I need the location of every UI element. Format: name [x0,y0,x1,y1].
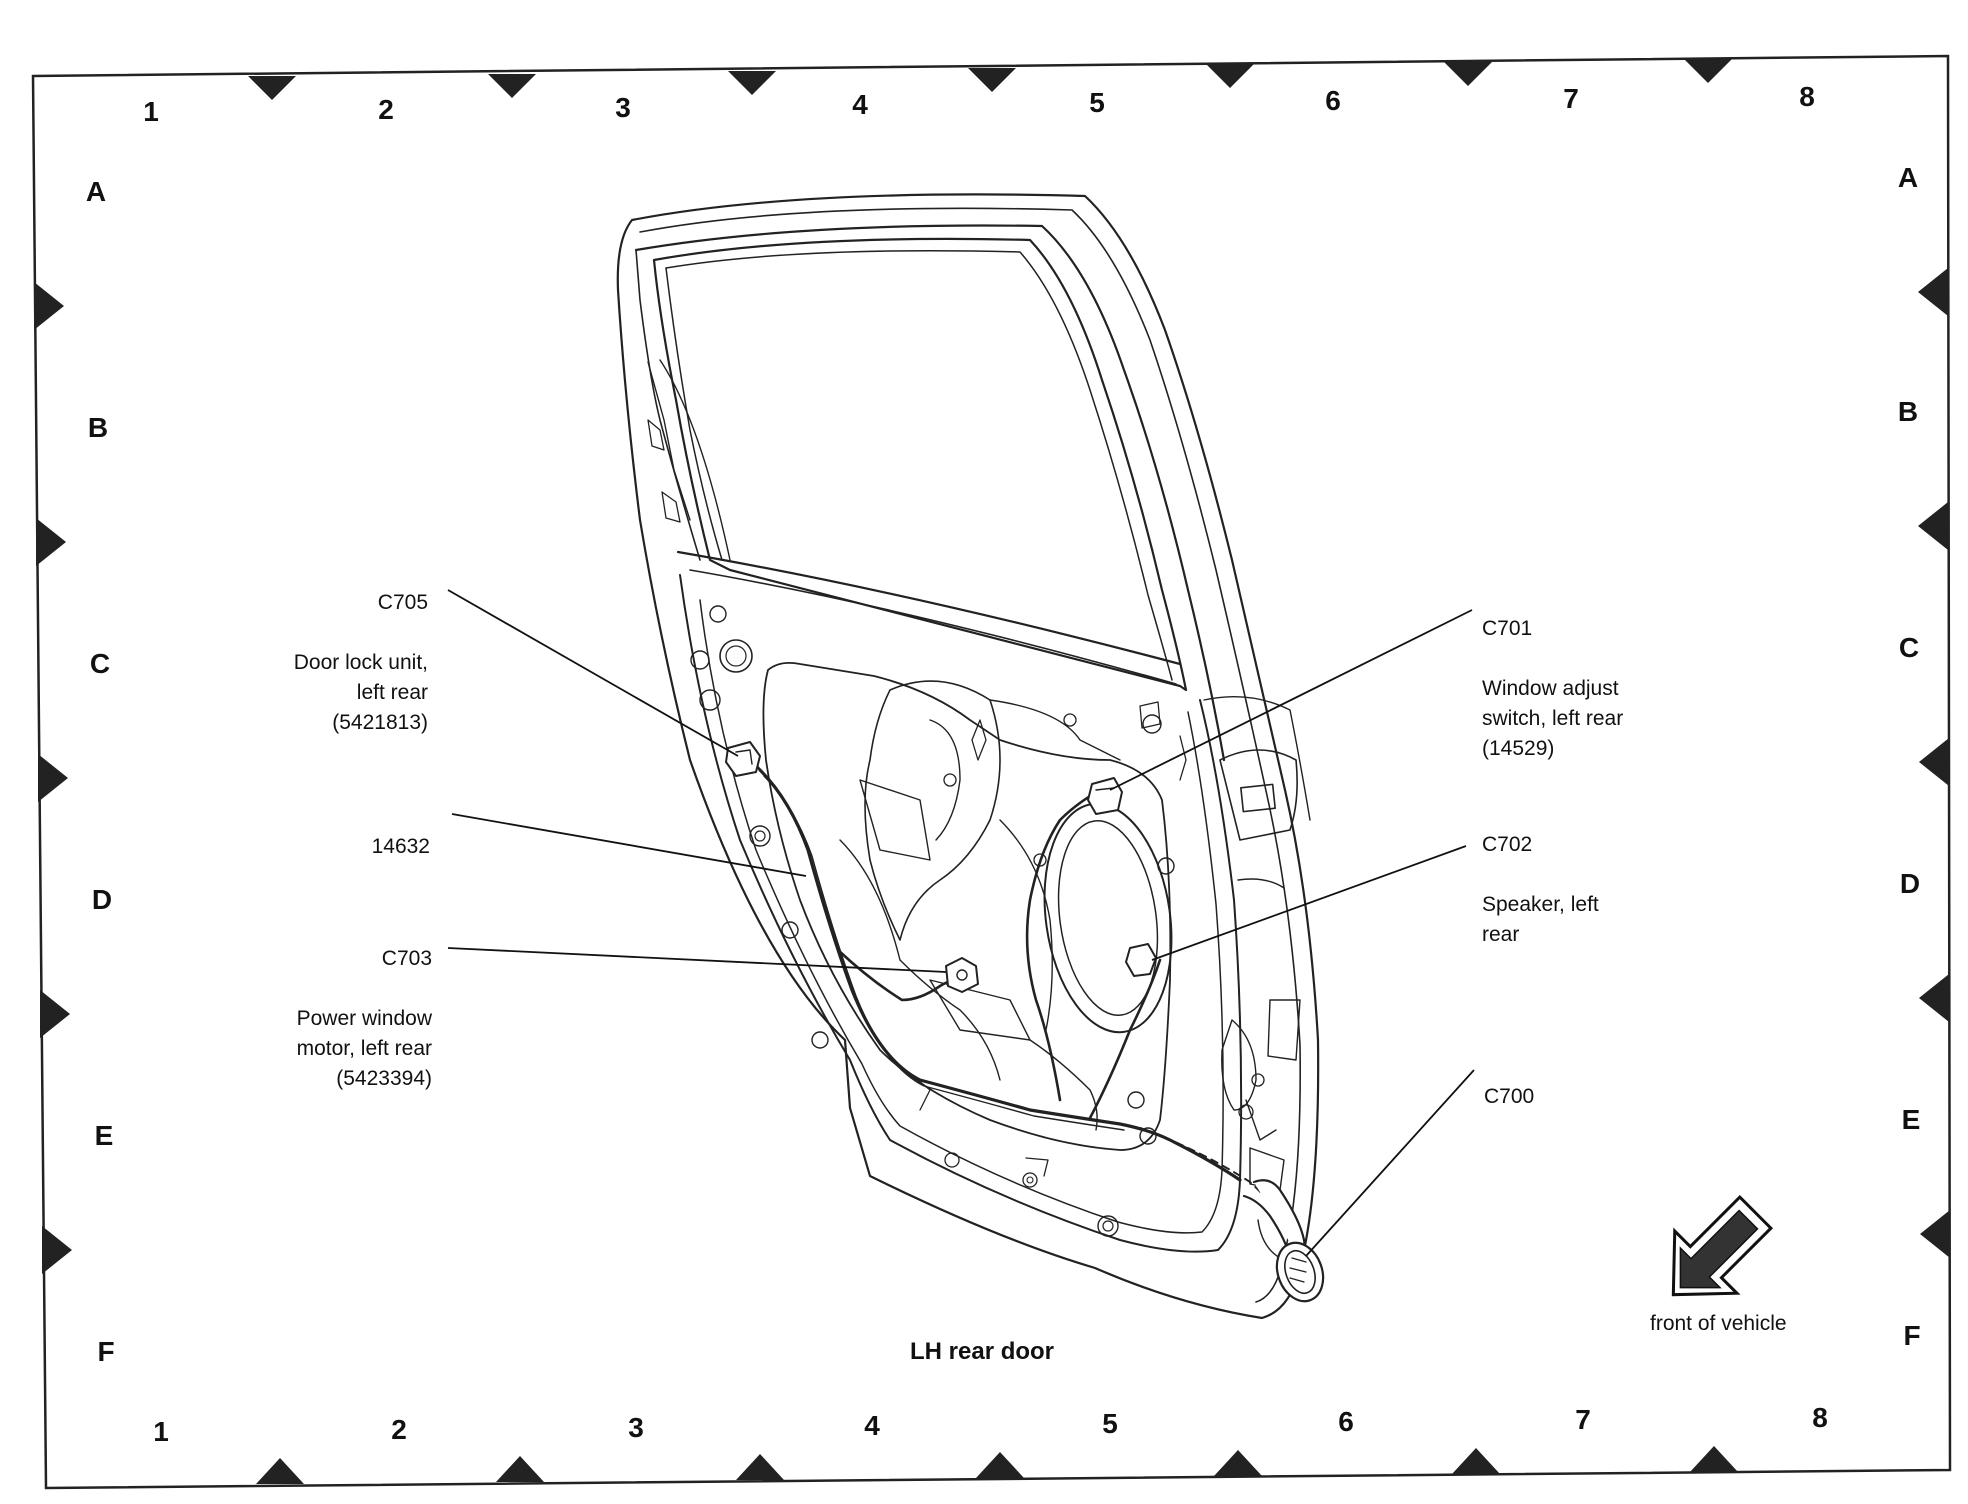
diagram-title: LH rear door [910,1338,1055,1365]
grid-top-5: 5 [1089,87,1105,118]
grid-right-b: B [1897,396,1919,427]
front-of-vehicle-arrow-icon [1671,1194,1774,1297]
callout-c700: C700 [1484,1052,1604,1142]
callout-c700-code: C700 [1484,1085,1535,1108]
grid-bottom-5: 5 [1102,1408,1118,1439]
grid-top-3: 3 [615,92,631,123]
grid-right-a: A [1897,162,1919,193]
leader-c705 [447,589,739,757]
bottom-zone-markers [256,1446,1738,1484]
grid-bottom-6: 6 [1338,1406,1354,1437]
lh-rear-door-illustration [616,193,1325,1320]
callout-c703-code: C703 [381,947,432,970]
top-zone-markers [248,59,1732,100]
grid-left-b: B [87,412,109,443]
left-zone-markers [34,282,72,1274]
grid-bottom-1: 1 [153,1416,169,1447]
grid-right-e: E [1901,1104,1921,1135]
grid-left-a: A [85,176,107,207]
grid-left-f: F [97,1336,115,1367]
grid-right-d: D [1899,868,1921,899]
grid-top-6: 6 [1325,85,1341,116]
callout-c702-code: C702 [1482,833,1533,856]
callout-c702-desc: Speaker, left rear [1482,893,1599,946]
callout-leader-lines [447,589,1475,1257]
grid-bottom-8: 8 [1812,1402,1828,1433]
callout-14632-code: 14632 [371,835,430,858]
grid-bottom-3: 3 [628,1412,644,1443]
grid-top-8: 8 [1799,81,1815,112]
callout-c701: C701 Window adjust switch, left rear (14… [1482,584,1702,794]
leader-c702 [1151,845,1467,961]
grid-left-e: E [94,1120,114,1151]
grid-left-c: C [89,648,111,679]
callout-c701-code: C701 [1482,617,1533,640]
front-of-vehicle-label: front of vehicle [1650,1312,1787,1335]
leader-14632 [451,813,807,877]
grid-top-4: 4 [852,89,868,120]
grid-bottom-4: 4 [864,1410,880,1441]
leader-c701 [1109,609,1473,791]
callout-c702: C702 Speaker, left rear [1482,800,1702,980]
grid-top-2: 2 [378,94,394,125]
grid-bottom-7: 7 [1575,1404,1591,1435]
callout-c705-code: C705 [377,591,428,614]
callout-c703: C703 Power window motor, left rear (5423… [230,914,432,1124]
callout-c701-desc: Window adjust switch, left rear (14529) [1482,677,1624,760]
callout-c705: C705 Door lock unit, left rear (5421813) [230,558,428,768]
grid-bottom-2: 2 [391,1414,407,1445]
grid-left-d: D [91,884,113,915]
grid-top-1: 1 [143,96,159,127]
leader-c703 [447,947,947,973]
grid-top-7: 7 [1563,83,1579,114]
grid-right-c: C [1898,632,1920,663]
callout-c705-desc: Door lock unit, left rear (5421813) [293,651,428,734]
leader-c700 [1305,1069,1475,1257]
right-zone-markers [1918,268,1950,1258]
callout-14632: 14632 [300,802,430,892]
grid-right-f: F [1903,1320,1921,1351]
callout-c703-desc: Power window motor, left rear (5423394) [296,1007,432,1090]
